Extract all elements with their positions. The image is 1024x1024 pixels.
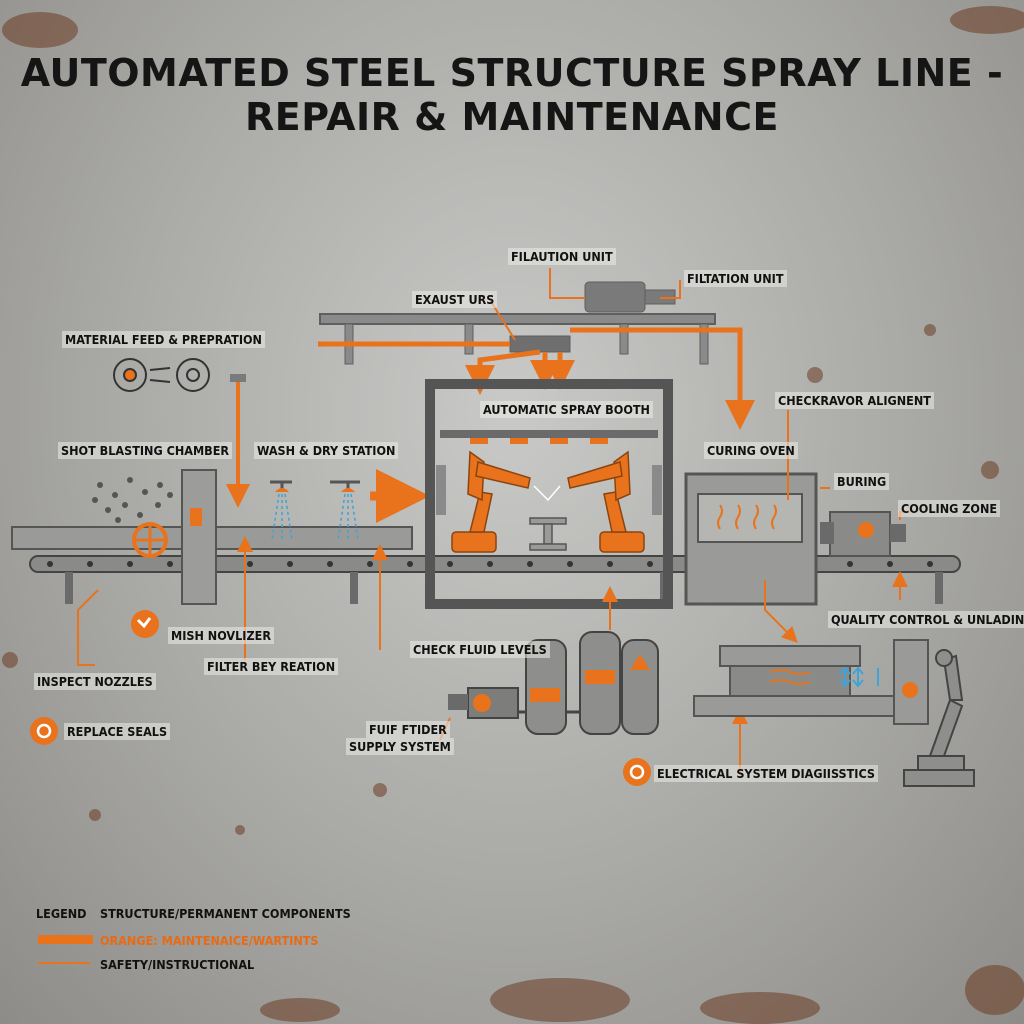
water-spray bbox=[271, 493, 359, 541]
warning-triangle-icon bbox=[630, 654, 650, 670]
label-exhaust-urs: EXAUST URS bbox=[412, 291, 498, 308]
label-shot-blasting: SHOT BLASTING CHAMBER bbox=[58, 442, 233, 459]
label-fluid-supply-2: SUPPLY SYSTEM bbox=[346, 738, 454, 755]
label-fluid-supply-1: FUIF FTIDER bbox=[366, 721, 450, 738]
label-quality-control: QUALITY CONTROL & UNLADING bbox=[828, 611, 1024, 628]
label-cooling-zone: COOLING ZONE bbox=[898, 500, 1001, 517]
label-curing-oven: CURING OVEN bbox=[704, 442, 798, 459]
wash-dry-station bbox=[270, 480, 360, 541]
label-automatic-spray-booth: AUTOMATIC SPRAY BOOTH bbox=[480, 401, 653, 418]
cooling-zone-unit bbox=[820, 511, 910, 600]
leader-filtration bbox=[660, 280, 681, 299]
shot-particles bbox=[92, 477, 173, 523]
legend-safety: SAFETY/INSTRUCTIONAL bbox=[100, 957, 255, 972]
legend-structure: STRUCTURE/PERMANENT COMPONENTS bbox=[100, 906, 351, 921]
automatic-spray-booth bbox=[425, 379, 673, 609]
legend-orange: ORANGE: MAINTENAICE/WARTINTS bbox=[100, 933, 319, 948]
exhaust-ducts bbox=[318, 327, 755, 430]
fluid-supply-system bbox=[439, 631, 659, 741]
label-electrical-diagnostics: ELECTRICAL SYSTEM DIAGIISSTICS bbox=[654, 765, 879, 782]
curing-oven bbox=[684, 410, 830, 606]
label-buring: BURING bbox=[834, 473, 890, 490]
quality-control-station bbox=[693, 639, 929, 725]
page-title-line1: AUTOMATED STEEL STRUCTURE SPRAY LINE - bbox=[20, 51, 1004, 95]
electrical-gear-icon bbox=[623, 758, 651, 786]
booth-nozzles bbox=[470, 438, 608, 444]
leader-filaution bbox=[549, 268, 585, 299]
legend-swatches bbox=[38, 935, 93, 964]
feed-nozzle bbox=[230, 374, 246, 382]
page-title-line2: REPAIR & MAINTENANCE bbox=[245, 95, 779, 139]
label-material-feed: MATERIAL FEED & PREPRATION bbox=[62, 331, 265, 348]
heat-waves bbox=[717, 504, 777, 530]
legend-header: LEGEND bbox=[36, 906, 87, 921]
maintenance-badge-icon bbox=[131, 610, 159, 638]
shot-blasting-chamber bbox=[92, 469, 217, 605]
label-filter-bey-reation: FILTER BEY REATION bbox=[204, 658, 339, 675]
steel-i-beam bbox=[529, 517, 567, 551]
replace-seals-icon bbox=[30, 717, 58, 745]
label-filaution-unit: FILAUTION UNIT bbox=[508, 248, 616, 265]
material-feed-icon bbox=[113, 358, 210, 392]
label-mish-novlizer: MISH NOVLIZER bbox=[168, 627, 274, 644]
spray-robot-left bbox=[451, 450, 531, 553]
unloading-robot bbox=[903, 649, 975, 787]
spray-robot-right bbox=[567, 450, 645, 553]
rust-stains bbox=[2, 6, 1024, 1024]
label-filtration-unit: FILTATION UNIT bbox=[684, 270, 787, 287]
label-wash-dry: WASH & DRY STATION bbox=[254, 442, 399, 459]
label-replace-seals: REPLACE SEALS bbox=[64, 723, 171, 740]
label-checkravor-alignent: CHECKRAVOR ALIGNENT bbox=[775, 392, 934, 409]
label-check-fluid-levels: CHECK FLUID LEVELS bbox=[410, 641, 550, 658]
label-inspect-nozzles: INSPECT NOZZLES bbox=[34, 673, 156, 690]
overhead-exhaust-frame bbox=[319, 281, 716, 365]
